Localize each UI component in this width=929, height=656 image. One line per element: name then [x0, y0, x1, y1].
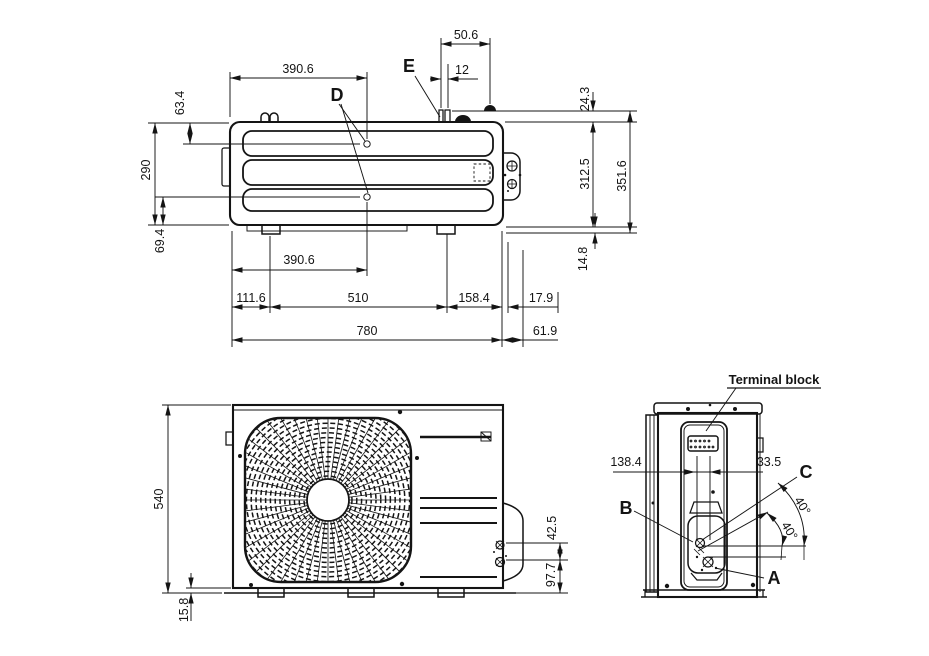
top-view-dimension-lines	[152, 41, 633, 343]
dim-50-6: 50.6	[454, 28, 478, 42]
grille-hub	[309, 481, 347, 519]
dim-15-8: 15.8	[177, 598, 191, 622]
dim-69-4: 69.4	[153, 229, 167, 253]
dim-17-9: 17.9	[529, 291, 553, 305]
side-body-outline	[656, 411, 759, 599]
top-view-left-tab	[221, 147, 230, 187]
top-view-slot-1	[242, 130, 494, 157]
front-screws	[238, 409, 419, 587]
top-view-valve-detail	[503, 160, 522, 192]
front-dimension-lines	[165, 404, 563, 621]
top-view-base-pan	[246, 224, 408, 232]
side-right-tab	[756, 437, 764, 453]
dim-12: 12	[455, 63, 469, 77]
label-a: A	[768, 568, 781, 588]
front-view-left-tab	[225, 431, 234, 446]
front-valve-bulge	[502, 502, 524, 582]
top-view: 390.6 50.6 12 63.4 290 69.4 390.6 111.6 …	[139, 28, 637, 347]
pipe-bend-angles	[697, 476, 808, 561]
label-b: B	[620, 498, 633, 518]
dim-33-5: 33.5	[757, 455, 781, 469]
angle-40-upper: 40°	[791, 494, 813, 517]
dim-24-3: 24.3	[578, 87, 592, 111]
top-view-rear-bump	[484, 105, 496, 111]
label-d: D	[331, 85, 344, 105]
dim-97-7: 97.7	[544, 563, 558, 587]
mounting-hole-d2	[363, 193, 371, 201]
dim-158-4: 158.4	[458, 291, 489, 305]
dim-111-6: 111.6	[236, 291, 265, 305]
top-view-leaders	[338, 75, 441, 194]
dim-780: 780	[357, 324, 378, 338]
front-foot-right	[437, 587, 465, 598]
terminal-block-leader	[705, 387, 737, 432]
top-view-handle-bump	[455, 115, 471, 122]
pipe-channel-inner	[683, 424, 725, 588]
label-e: E	[403, 56, 415, 76]
front-foot-left	[257, 587, 285, 598]
dim-351-6: 351.6	[615, 160, 629, 191]
front-foot-middle	[347, 587, 375, 598]
front-view: 540 15.8 42.5 97.7	[152, 403, 568, 622]
dim-312-5: 312.5	[578, 158, 592, 189]
dim-63-4: 63.4	[173, 91, 187, 115]
valve-recess	[687, 515, 726, 574]
side-base	[641, 582, 767, 598]
top-view-foot-left	[261, 224, 281, 235]
top-view-extension-lines	[148, 38, 637, 347]
top-view-foot-right	[436, 224, 456, 235]
mounting-hole-d1	[363, 140, 371, 148]
top-view-body-outline	[228, 120, 505, 227]
dim-390-6-top: 390.6	[282, 62, 313, 76]
side-view: Terminal block 138.4 33.5 40° 40° B A	[610, 372, 821, 599]
side-top-cap	[653, 402, 763, 415]
dim-42-5: 42.5	[545, 516, 559, 540]
label-a-leader	[714, 567, 765, 579]
dim-290: 290	[139, 160, 153, 181]
dim-138-4: 138.4	[610, 455, 641, 469]
top-view-slot-2	[242, 159, 494, 186]
top-view-valve-bracket	[503, 152, 521, 201]
grille-border	[243, 416, 413, 584]
dim-390-6-bottom: 390.6	[283, 253, 314, 267]
dim-61-9: 61.9	[533, 324, 557, 338]
dim-540: 540	[152, 489, 166, 510]
side-vent-slits	[420, 431, 497, 579]
dim-14-8: 14.8	[576, 247, 590, 271]
label-b-leader	[633, 510, 694, 543]
side-valve-cluster	[693, 537, 718, 572]
hook-e-post-2	[444, 109, 451, 123]
grille-spokes	[246, 419, 410, 581]
fan-grille	[243, 416, 413, 584]
vent-clip-detail	[480, 431, 492, 442]
terminal-block-label: Terminal block	[729, 372, 821, 387]
cable-clamp	[689, 501, 723, 514]
front-valve-detail	[493, 540, 507, 568]
top-view-slot-3	[242, 188, 494, 212]
dim-510: 510	[348, 291, 369, 305]
angle-40-lower: 40°	[778, 519, 800, 542]
label-c: C	[800, 462, 813, 482]
top-view-hidden-detail	[473, 163, 491, 182]
top-view-handle-clips	[260, 112, 279, 122]
terminal-block	[687, 435, 719, 452]
valve-recess-bottom	[690, 572, 723, 581]
